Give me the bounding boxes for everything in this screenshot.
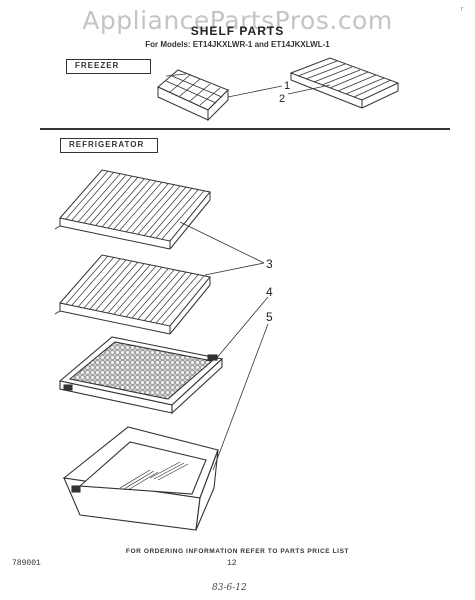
freezer-wire-shelf: [289, 57, 400, 109]
watermark: AppliancePartsPros.com: [82, 6, 393, 35]
freezer-leader-lines: [227, 84, 331, 98]
freezer-label: FREEZER: [75, 61, 120, 70]
crisper-cover-leader: [214, 296, 269, 361]
shelf-leader-lines: [179, 221, 265, 276]
refrigerator-wire-shelf-upper: [54, 169, 211, 250]
corner-mark: r: [460, 6, 465, 14]
model-subtitle: For Models: ET14JKXLWR-1 and ET14JKXLWL-…: [145, 40, 330, 49]
document-code: 789001: [12, 559, 41, 568]
callout-5: 5: [266, 310, 273, 324]
crisper-pan: [62, 426, 219, 531]
crisper-pan-leader: [212, 323, 269, 471]
callout-3: 3: [266, 257, 273, 271]
freezer-label-box: FREEZER: [66, 59, 151, 74]
callout-1: 1: [284, 80, 290, 92]
callout-2: 2: [279, 93, 285, 105]
page-number: 12: [227, 559, 237, 568]
refrigerator-label-box: REFRIGERATOR: [60, 138, 158, 153]
refrigerator-wire-shelf-lower: [54, 254, 211, 335]
ordering-note: FOR ORDERING INFORMATION REFER TO PARTS …: [125, 548, 350, 555]
handwritten-date: 83-6-12: [212, 583, 247, 593]
refrigerator-label: REFRIGERATOR: [69, 140, 145, 149]
page-title: SHELF PARTS: [190, 24, 285, 38]
crisper-cover: [58, 336, 224, 415]
section-divider: [40, 128, 450, 130]
ice-cube-tray: [157, 69, 229, 122]
callout-4: 4: [266, 285, 273, 299]
